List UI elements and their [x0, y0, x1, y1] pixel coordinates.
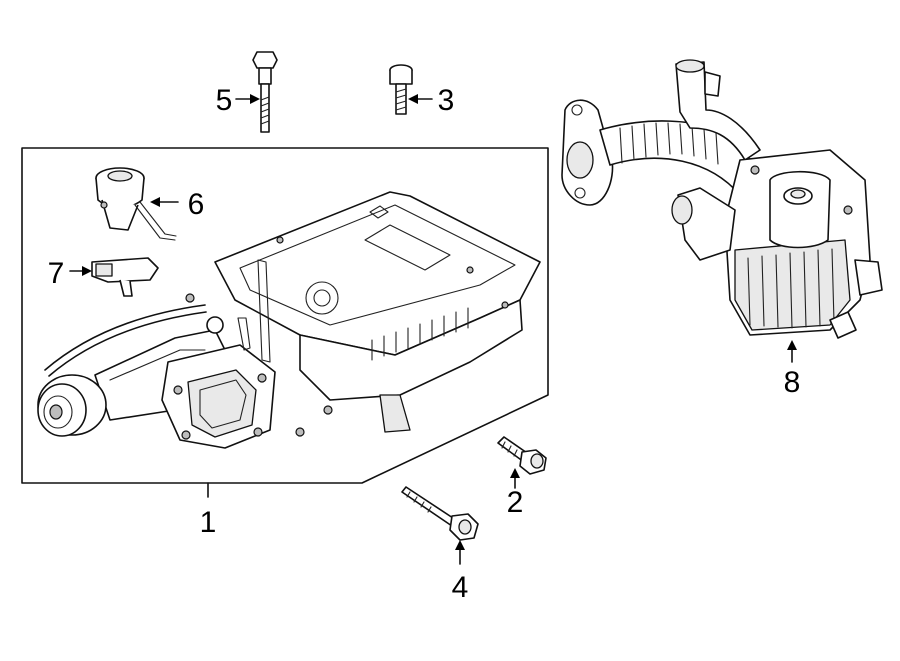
- callout-7: 7: [48, 257, 65, 290]
- callout-7-arrow: [69, 266, 92, 276]
- assembly-frame: [21, 147, 549, 484]
- callout-3: 3: [438, 84, 455, 117]
- egr-cooler[interactable]: [561, 59, 883, 339]
- bolt-2[interactable]: [497, 436, 547, 475]
- bolt-4[interactable]: [401, 486, 479, 541]
- callout-1: 1: [200, 506, 217, 539]
- boost-actuator[interactable]: [95, 167, 177, 241]
- callout-5: 5: [216, 84, 233, 117]
- supercharger-assembly[interactable]: [37, 191, 541, 449]
- callout-6: 6: [188, 188, 205, 221]
- callout-6-arrow: [150, 197, 179, 207]
- callout-5-arrow: [235, 94, 260, 104]
- bolt-5[interactable]: [252, 51, 278, 133]
- callout-4-arrow: [455, 540, 465, 565]
- pressure-sensor[interactable]: [91, 257, 159, 297]
- bolt-3[interactable]: [389, 64, 413, 115]
- callout-8-arrow: [787, 340, 797, 363]
- callout-2: 2: [507, 486, 524, 519]
- callout-2-arrow: [510, 468, 520, 489]
- callout-3-arrow: [408, 94, 433, 104]
- callout-4: 4: [452, 571, 469, 604]
- callout-8: 8: [784, 366, 801, 399]
